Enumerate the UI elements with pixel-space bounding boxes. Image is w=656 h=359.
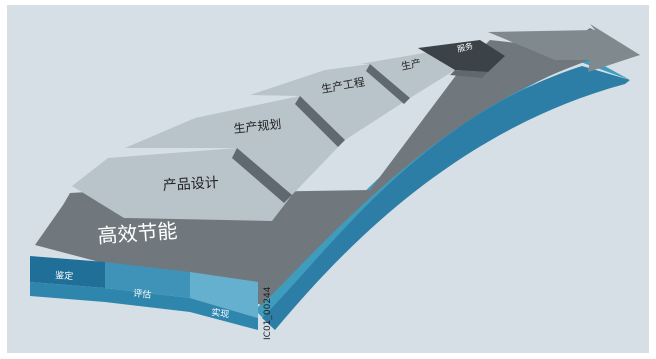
phase-label-identify: 鉴定 bbox=[55, 269, 74, 282]
stage-plate-production-engineering bbox=[250, 64, 410, 140]
phase-label-evaluate: 评估 bbox=[133, 287, 152, 301]
phase-label-implement: 实现 bbox=[211, 306, 231, 320]
main-band-label: 高效节能 bbox=[97, 218, 178, 248]
stage-label-production-planning: 生产规划 bbox=[233, 116, 282, 136]
stage-plate-production bbox=[360, 52, 455, 98]
stage-plate-production-planning bbox=[125, 96, 345, 195]
figure-id-label: IC01_00244 bbox=[263, 286, 273, 340]
phase-bar-evaluate bbox=[105, 262, 190, 298]
stage-label-service: 服务 bbox=[456, 40, 474, 54]
stage-label-production: 生产 bbox=[400, 56, 422, 73]
arrow-head bbox=[488, 24, 640, 72]
chevron-divider-4 bbox=[450, 70, 488, 78]
arrow-side-face-shadow bbox=[262, 66, 630, 330]
stage-plate-service bbox=[418, 40, 505, 72]
chevron-divider-3 bbox=[366, 64, 410, 104]
phase-bar-identify bbox=[30, 256, 105, 288]
phase-bar-underside bbox=[30, 282, 258, 330]
chevron-divider-2 bbox=[295, 96, 345, 147]
phase-bar-implement bbox=[190, 272, 258, 318]
chevron-divider-1 bbox=[232, 148, 292, 203]
stage-plate-product-design bbox=[72, 148, 292, 221]
stage-label-product-design: 产品设计 bbox=[162, 175, 219, 194]
